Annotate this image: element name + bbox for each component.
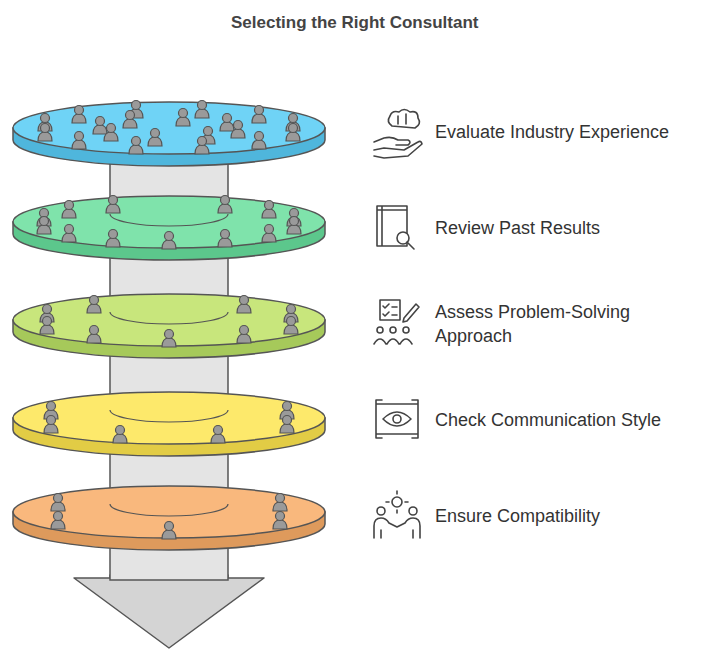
person-icon — [62, 201, 76, 219]
person-icon — [220, 114, 234, 132]
person-icon — [162, 330, 176, 348]
person-icon — [106, 230, 120, 248]
person-icon — [51, 512, 65, 530]
step-label: Review Past Results — [435, 216, 600, 240]
person-icon — [129, 137, 143, 155]
person-icon — [87, 296, 101, 314]
person-icon — [284, 317, 298, 335]
person-icon — [252, 106, 266, 124]
person-icon — [37, 209, 51, 227]
disc-layer — [13, 196, 325, 260]
person-icon — [113, 426, 127, 444]
person-icon — [273, 494, 287, 512]
person-icon — [176, 109, 190, 127]
disc-layer — [13, 486, 325, 550]
disc-layer — [13, 101, 325, 166]
person-icon — [286, 124, 300, 142]
person-icon — [162, 232, 176, 250]
disc-layer — [13, 294, 325, 358]
person-icon — [252, 132, 266, 150]
person-icon — [237, 326, 251, 344]
person-icon — [218, 196, 232, 214]
side-icons — [374, 110, 422, 539]
person-icon — [195, 137, 209, 155]
person-icon — [273, 512, 287, 530]
person-icon — [44, 416, 58, 434]
person-icon — [87, 326, 101, 344]
person-icon — [162, 522, 176, 540]
person-icon — [280, 416, 294, 434]
step-label: Evaluate Industry Experience — [435, 120, 669, 144]
diagram-title: Selecting the Right Consultant — [231, 13, 478, 33]
step-label: Check Communication Style — [435, 408, 661, 432]
person-icon — [62, 225, 76, 243]
person-icon — [287, 209, 301, 227]
down-arrow — [74, 575, 264, 648]
person-icon — [72, 106, 86, 124]
person-icon — [106, 196, 120, 214]
person-icon — [287, 217, 301, 235]
person-icon — [51, 494, 65, 512]
person-icon — [237, 296, 251, 314]
person-icon — [148, 129, 162, 147]
step-label: Ensure Compatibility — [435, 504, 600, 528]
person-icon — [72, 132, 86, 150]
person-icon — [262, 225, 276, 243]
person-icon — [104, 124, 118, 142]
disc-layer — [13, 392, 325, 456]
person-icon — [231, 121, 245, 139]
person-icon — [37, 217, 51, 235]
person-icon — [211, 426, 225, 444]
person-icon — [262, 201, 276, 219]
step-label: Assess Problem-Solving Approach — [435, 300, 665, 348]
person-icon — [218, 230, 232, 248]
person-icon — [40, 317, 54, 335]
person-icon — [38, 124, 52, 142]
person-icon — [195, 101, 209, 119]
person-icon — [123, 111, 137, 129]
person-icon — [93, 117, 107, 135]
